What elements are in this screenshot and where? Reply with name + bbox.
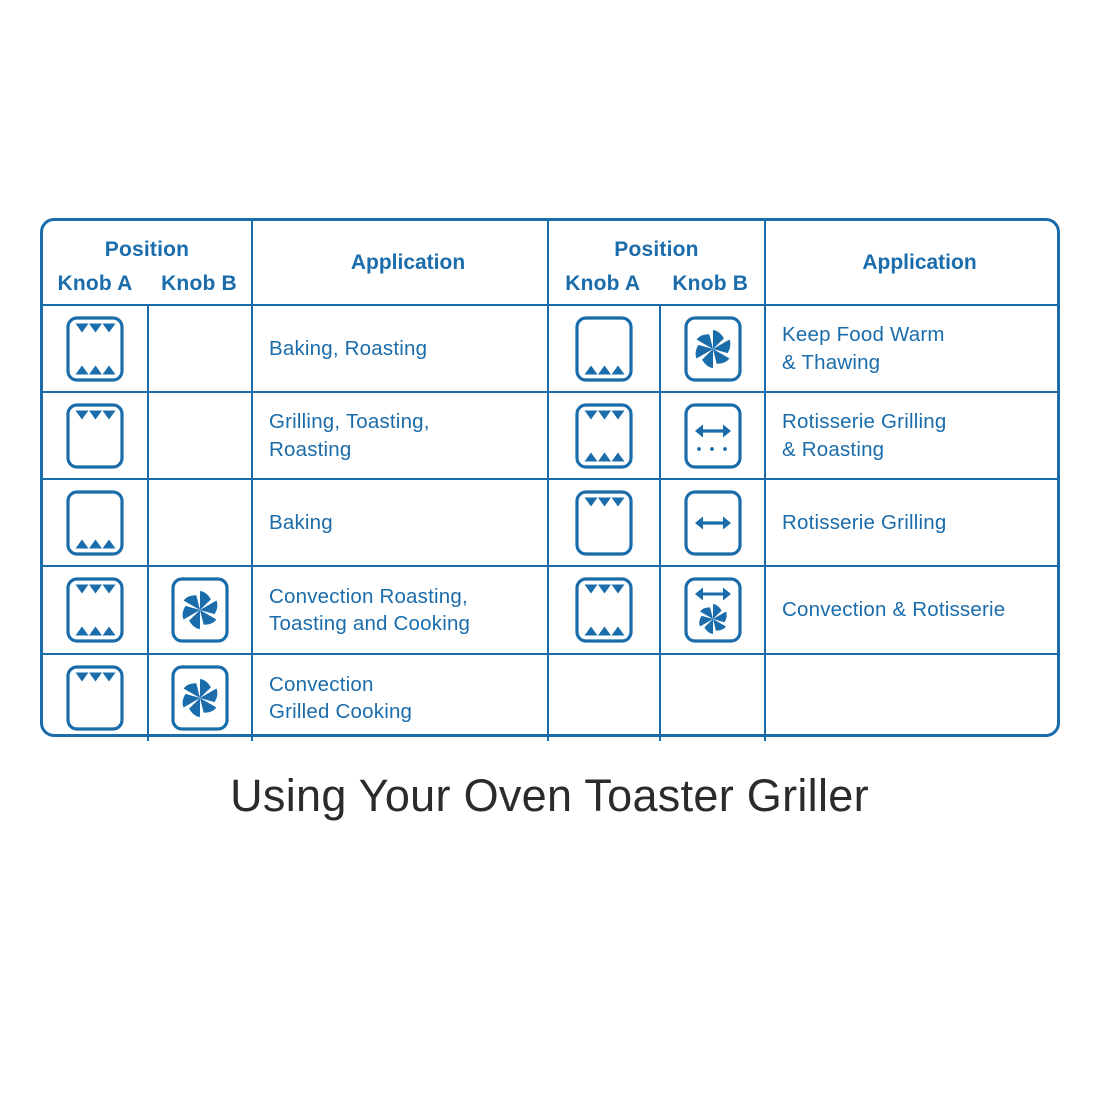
oven-mode-table: Position Knob A Knob B Application Posit… — [40, 218, 1060, 741]
oven-heat-bottom-icon — [66, 489, 124, 556]
knob-a-cell-left — [43, 565, 149, 655]
oven-heat-top-icon — [66, 665, 124, 731]
rotisserie-dots-icon — [683, 402, 742, 469]
convection-fan-icon — [171, 577, 229, 643]
oven-heat-top-icon — [575, 489, 633, 556]
table-header-row: Position Knob A Knob B Application Posit… — [43, 221, 1057, 306]
header-knob-b-left: Knob B — [161, 271, 237, 295]
knob-b-cell-right — [659, 565, 766, 655]
knob-a-cell-right — [547, 391, 661, 480]
knob-b-cell-right — [659, 391, 766, 480]
convection-fan-icon — [683, 315, 742, 382]
knob-b-cell-right — [659, 478, 766, 567]
header-position-label-right: Position — [614, 237, 699, 261]
oven-heat-top-icon — [66, 402, 124, 469]
knob-a-cell-left — [43, 478, 149, 567]
knob-b-cell-left — [147, 653, 253, 741]
application-cell-right — [764, 653, 1057, 741]
knob-a-cell-left — [43, 653, 149, 741]
knob-a-cell-left — [43, 304, 149, 393]
application-cell-left: Convection Grilled Cooking — [251, 653, 549, 741]
application-cell-right: Rotisserie Grilling — [764, 478, 1057, 567]
knob-a-cell-right — [547, 304, 661, 393]
header-position-label-left: Position — [104, 237, 190, 261]
application-cell-right: Keep Food Warm & Thawing — [764, 304, 1057, 393]
header-knob-a-right: Knob A — [565, 271, 641, 295]
header-application-left: Application — [251, 221, 549, 306]
knob-b-cell-left — [147, 565, 253, 655]
header-knob-a-left: Knob A — [57, 271, 133, 295]
header-knob-b-right: Knob B — [672, 271, 749, 295]
knob-a-cell-right — [547, 653, 661, 741]
table-row: Baking Rotisserie Grilling — [43, 478, 1057, 567]
oven-heat-bottom-icon — [575, 315, 633, 382]
table-body: Baking, Roasting Keep Food Warm & Thawin… — [43, 304, 1057, 741]
application-cell-right: Convection & Rotisserie — [764, 565, 1057, 655]
page-title: Using Your Oven Toaster Griller — [230, 770, 869, 821]
knob-b-cell-left — [147, 478, 253, 567]
knob-a-cell-right — [547, 565, 661, 655]
application-cell-right: Rotisserie Grilling & Roasting — [764, 391, 1057, 480]
knob-b-cell-right — [659, 653, 766, 741]
knob-b-cell-left — [147, 391, 253, 480]
oven-heat-top-bottom-icon — [66, 315, 124, 382]
header-application-right: Application — [764, 221, 1057, 306]
header-position-left: Position Knob A Knob B — [43, 221, 253, 306]
application-cell-left: Baking, Roasting — [251, 304, 549, 393]
application-cell-left: Convection Roasting, Toasting and Cookin… — [251, 565, 549, 655]
knob-b-cell-left — [147, 304, 253, 393]
spec-table: Position Knob A Knob B Application Posit… — [43, 221, 1057, 741]
knob-a-cell-right — [547, 478, 661, 567]
oven-heat-top-bottom-icon — [575, 402, 633, 469]
table-row: Convection Roasting, Toasting and Cookin… — [43, 565, 1057, 655]
header-position-right: Position Knob A Knob B — [547, 221, 766, 306]
oven-heat-top-bottom-icon — [66, 577, 124, 643]
application-cell-left: Grilling, Toasting, Roasting — [251, 391, 549, 480]
table-row: Convection Grilled Cooking — [43, 653, 1057, 741]
knob-a-cell-left — [43, 391, 149, 480]
convection-fan-icon — [171, 665, 229, 731]
rotisserie-convection-icon — [683, 577, 742, 643]
rotisserie-icon — [683, 489, 742, 556]
table-row: Grilling, Toasting, Roasting Rotisserie … — [43, 391, 1057, 480]
knob-b-cell-right — [659, 304, 766, 393]
table-row: Baking, Roasting Keep Food Warm & Thawin… — [43, 304, 1057, 393]
application-cell-left: Baking — [251, 478, 549, 567]
oven-heat-top-bottom-icon — [575, 577, 633, 643]
